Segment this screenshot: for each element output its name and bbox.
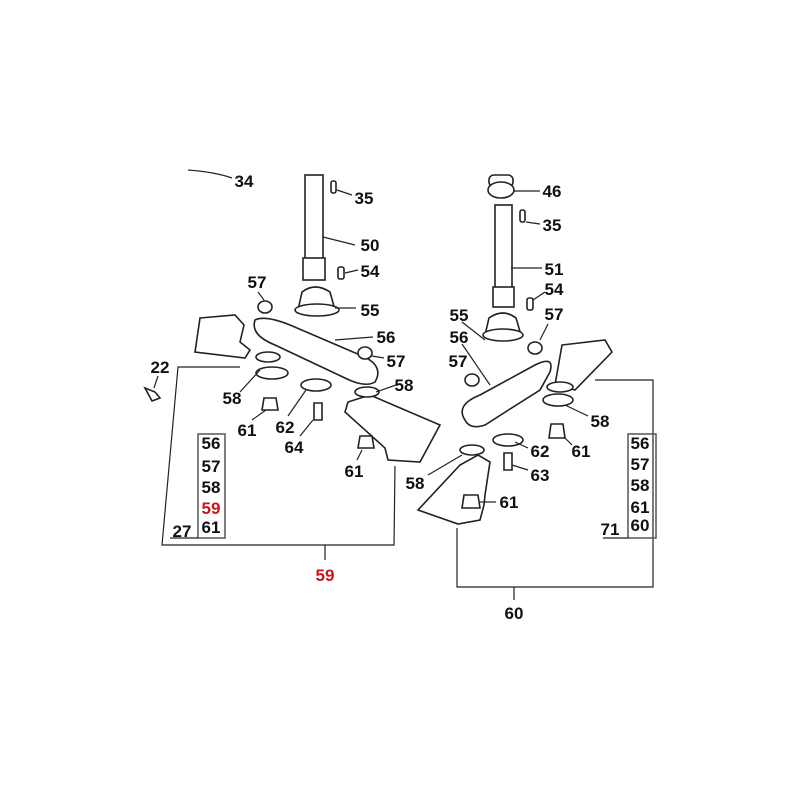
part-label: 58 bbox=[395, 376, 414, 395]
right-blade-a bbox=[554, 339, 613, 391]
part-label: 57 bbox=[545, 305, 564, 324]
right-blade-holder bbox=[461, 360, 552, 428]
key-icon bbox=[330, 180, 337, 194]
left-spindle-shaft bbox=[304, 174, 324, 266]
kit-item: 60 bbox=[631, 516, 650, 535]
part-label: 63 bbox=[531, 466, 550, 485]
part-label: 56 bbox=[450, 328, 469, 347]
left-spindle-hub bbox=[302, 257, 326, 281]
nut-icon bbox=[464, 373, 480, 387]
nut-icon bbox=[487, 181, 515, 199]
kit-item: 56 bbox=[631, 434, 650, 453]
key-icon bbox=[337, 266, 345, 280]
nut-icon bbox=[527, 341, 543, 355]
bolt-icon bbox=[357, 435, 375, 449]
kit-item: 57 bbox=[202, 457, 221, 476]
part-label: 55 bbox=[450, 306, 469, 325]
part-label: 35 bbox=[355, 189, 374, 208]
bolt-icon bbox=[503, 452, 513, 471]
left-assembly-labels: 34 35 50 54 57 55 56 57 58 22 58 61 62 6… bbox=[151, 172, 414, 585]
part-label: 57 bbox=[449, 352, 468, 371]
kit-item: 58 bbox=[202, 478, 221, 497]
right-assembly-labels: 46 35 51 54 55 57 56 57 58 62 61 63 58 6… bbox=[406, 182, 650, 623]
part-label: 61 bbox=[572, 442, 591, 461]
part-label: 57 bbox=[248, 273, 267, 292]
left-blade-holder bbox=[253, 317, 379, 386]
left-blade-b bbox=[344, 394, 442, 463]
part-label: 64 bbox=[285, 438, 304, 457]
right-blade-b bbox=[416, 454, 491, 525]
kit-item: 61 bbox=[202, 518, 221, 537]
part-label: 55 bbox=[361, 301, 380, 320]
right-spindle-shaft bbox=[494, 204, 513, 291]
bolt-icon bbox=[461, 494, 481, 509]
kit-ref-label: 27 bbox=[173, 522, 192, 541]
nut-icon bbox=[357, 346, 373, 360]
part-label: 54 bbox=[545, 280, 564, 299]
part-label: 56 bbox=[377, 328, 396, 347]
kit-item-highlighted: 59 bbox=[202, 499, 221, 518]
kit-item: 57 bbox=[631, 455, 650, 474]
part-label: 54 bbox=[361, 262, 380, 281]
kit-item: 58 bbox=[631, 476, 650, 495]
bolt-icon bbox=[313, 402, 323, 421]
group-label-highlighted: 59 bbox=[316, 566, 335, 585]
kit-item: 61 bbox=[631, 498, 650, 517]
group-label: 60 bbox=[505, 604, 524, 623]
part-label: 22 bbox=[151, 358, 170, 377]
kit-item: 56 bbox=[202, 434, 221, 453]
key-icon bbox=[526, 297, 534, 311]
part-label: 58 bbox=[591, 412, 610, 431]
part-label: 61 bbox=[500, 493, 519, 512]
part-label: 58 bbox=[406, 474, 425, 493]
part-label: 62 bbox=[276, 418, 295, 437]
part-label: 58 bbox=[223, 389, 242, 408]
part-label: 57 bbox=[387, 352, 406, 371]
bolt-icon bbox=[548, 423, 566, 439]
part-label: 61 bbox=[238, 421, 257, 440]
kit-ref-label: 71 bbox=[601, 520, 620, 539]
nut-icon bbox=[257, 300, 273, 314]
part-label: 50 bbox=[361, 236, 380, 255]
left-assembly-drawing bbox=[143, 169, 442, 560]
part-label: 46 bbox=[543, 182, 562, 201]
bolt-icon bbox=[261, 397, 279, 411]
left-blade-a bbox=[194, 314, 252, 359]
screw-icon bbox=[143, 386, 162, 402]
part-label: 62 bbox=[531, 442, 550, 461]
part-label: 35 bbox=[543, 216, 562, 235]
key-icon bbox=[519, 209, 526, 223]
right-assembly-drawing bbox=[416, 174, 657, 600]
part-label: 61 bbox=[345, 462, 364, 481]
part-label: 51 bbox=[545, 260, 564, 279]
part-label: 34 bbox=[235, 172, 254, 191]
